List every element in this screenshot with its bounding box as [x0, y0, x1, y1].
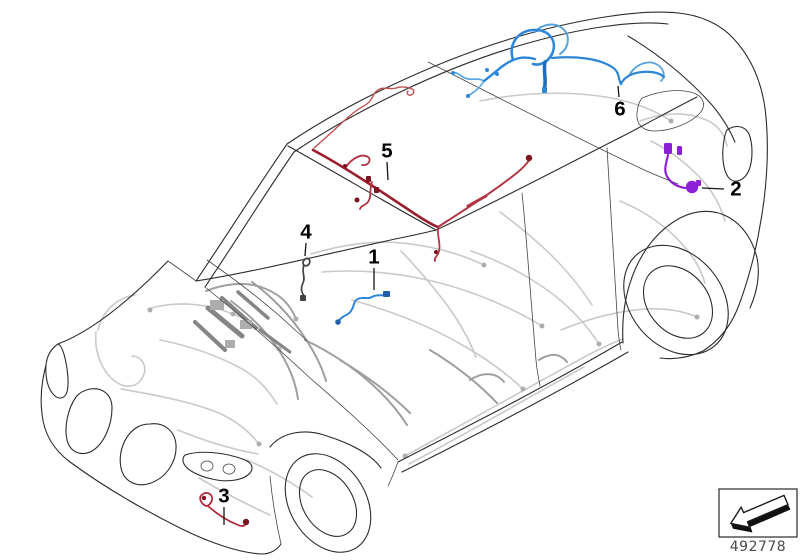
harness-6-roof-rear [451, 23, 666, 98]
harness-2-rear-lid [664, 143, 701, 194]
callout-2-label: 2 [730, 178, 741, 201]
callout-5-label: 5 [381, 140, 392, 163]
part-number: 492778 [730, 539, 786, 555]
car-outline [40, 11, 768, 555]
callout-6-label: 6 [614, 98, 625, 121]
callout-6-leader [617, 85, 620, 98]
callouts: 1 2 3 4 5 6 [218, 85, 742, 525]
callout-4-leader [304, 242, 307, 257]
change-direction-arrow-icon [730, 494, 791, 533]
ghost-wiring [94, 92, 728, 516]
harness-3-front-bumper [199, 492, 250, 527]
harness-5-roof-front [311, 86, 533, 262]
callout-4-label: 4 [300, 221, 312, 244]
harness-4-dash-hook [300, 257, 311, 301]
callout-5-leader [386, 161, 389, 181]
harness-1-dashboard [335, 291, 390, 325]
callout-1-label: 1 [368, 246, 379, 269]
callout-3-label: 3 [218, 485, 229, 508]
change-arrow-box [718, 488, 798, 538]
callout-2-leader [701, 187, 725, 190]
